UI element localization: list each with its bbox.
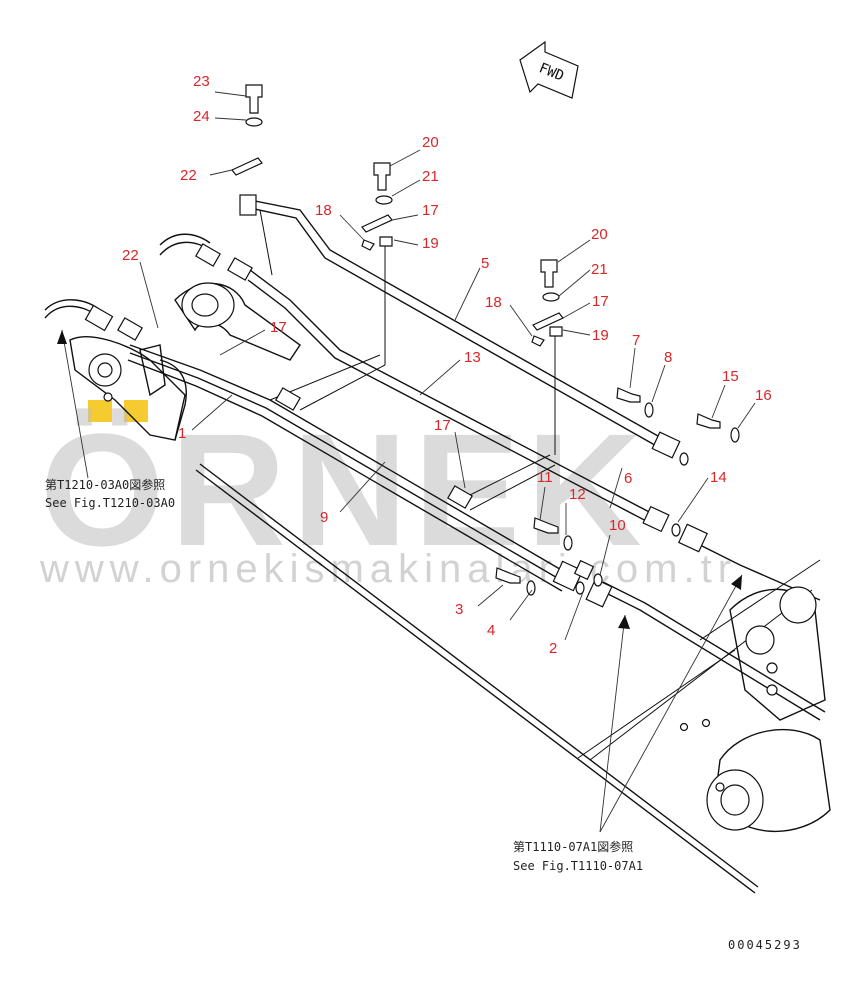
- right-reference-jp: 第T1110-07A1図参照: [513, 839, 633, 854]
- callout-20: 20: [591, 226, 608, 243]
- fasteners: [231, 84, 740, 596]
- callout-9: 9: [320, 509, 328, 526]
- callout-17: 17: [434, 417, 451, 434]
- hydraulic-hoses-left: [44, 233, 253, 341]
- callout-22: 22: [122, 247, 139, 264]
- callout-18: 18: [315, 202, 332, 219]
- fwd-direction-arrow: FWD: [519, 40, 579, 99]
- callout-14: 14: [710, 469, 727, 486]
- callout-24: 24: [193, 108, 210, 125]
- callout-4: 4: [487, 622, 495, 639]
- boom-head-right: [679, 586, 831, 833]
- reference-arrows: [57, 330, 742, 629]
- callout-16: 16: [755, 387, 772, 404]
- watermark-accent-dot-1: [88, 400, 112, 422]
- pipe-9: [127, 344, 595, 592]
- watermark-brand: ÖRNEK: [40, 400, 648, 579]
- callout-20: 20: [422, 134, 439, 151]
- callout-3: 3: [455, 601, 463, 618]
- callout-labels: 23 24 22 22 20 21 18 17 19 20 5 21 18 17…: [122, 73, 772, 657]
- pipe-13: [247, 269, 670, 533]
- callout-5: 5: [481, 255, 489, 272]
- callout-1: 1: [178, 425, 186, 442]
- boom-foot-assembly: [69, 282, 301, 441]
- left-reference-en: See Fig.T1210-03A0: [45, 496, 175, 510]
- callout-19: 19: [422, 235, 439, 252]
- callout-22: 22: [180, 167, 197, 184]
- callout-8: 8: [664, 349, 672, 366]
- right-reference-en: See Fig.T1110-07A1: [513, 859, 643, 873]
- callout-17: 17: [592, 293, 609, 310]
- watermark-accent-dot-2: [124, 400, 148, 422]
- watermark: ÖRNEK www.ornekismakinalari.com.tr: [39, 400, 737, 591]
- figure-references: 第T1210-03A0図参照 See Fig.T1210-03A0 第T1110…: [45, 477, 643, 873]
- callout-21: 21: [591, 261, 608, 278]
- callout-11: 11: [537, 469, 553, 486]
- callout-7: 7: [632, 332, 640, 349]
- pipe-5: [239, 194, 681, 459]
- callout-2: 2: [549, 640, 557, 657]
- leader-lines: [61, 91, 756, 833]
- drawing-number: 00045293: [728, 938, 802, 952]
- clamp-crossbars: [259, 209, 556, 511]
- callout-12: 12: [569, 486, 586, 503]
- callout-17: 17: [270, 319, 287, 336]
- callout-17: 17: [422, 202, 439, 219]
- boom-outline: [195, 463, 821, 894]
- callout-23: 23: [193, 73, 210, 90]
- callout-15: 15: [722, 368, 739, 385]
- callout-6: 6: [624, 470, 632, 487]
- callout-19: 19: [592, 327, 609, 344]
- callout-13: 13: [464, 349, 481, 366]
- callout-18: 18: [485, 294, 502, 311]
- callout-21: 21: [422, 168, 439, 185]
- callout-10: 10: [609, 517, 626, 534]
- left-reference-jp: 第T1210-03A0図参照: [45, 477, 165, 492]
- pipe-14: [585, 523, 826, 721]
- watermark-url: www.ornekismakinalari.com.tr: [39, 547, 737, 591]
